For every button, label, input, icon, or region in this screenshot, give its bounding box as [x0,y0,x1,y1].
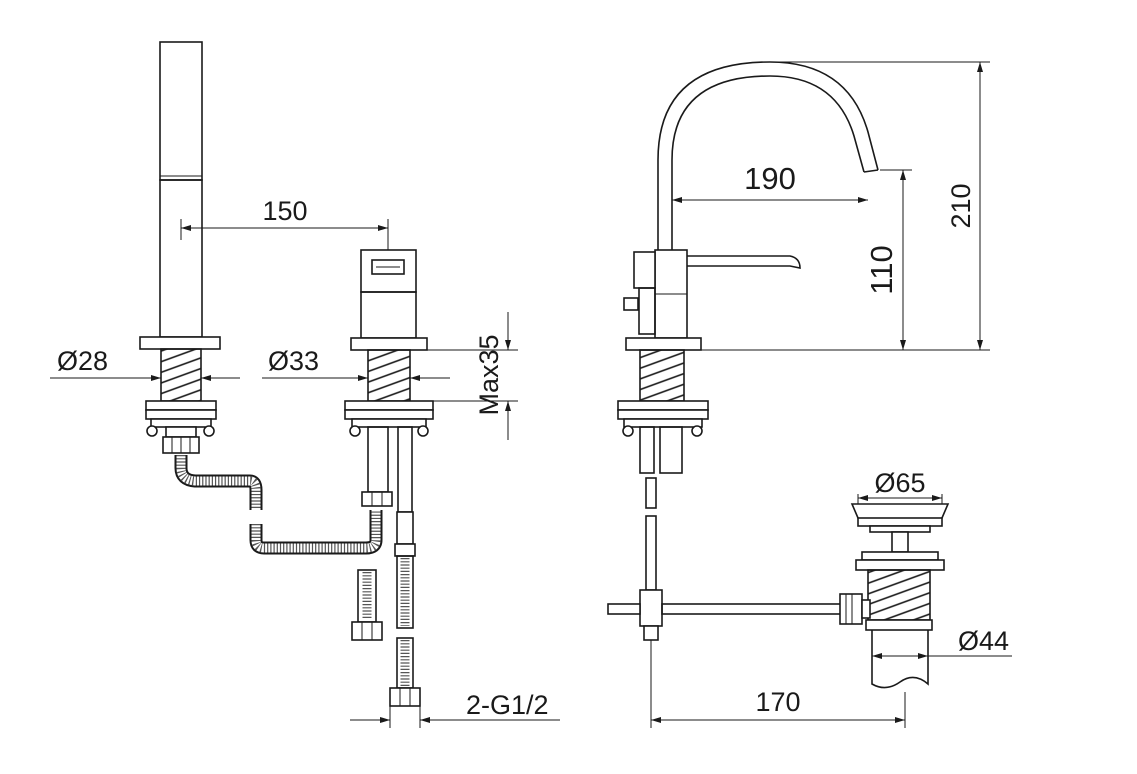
supply-hoses [351,555,421,707]
diverter-threaded-shank [367,349,411,402]
shower-handle-upper [159,41,203,181]
spout-base-flange [625,337,702,351]
supply-nut-right [389,687,421,707]
diverter-base-flange [350,337,428,351]
dim-max35: Max35 [474,334,504,415]
dim-d65: Ø65 [874,468,925,498]
waste-rod-nut [839,593,863,625]
dim-170: 170 [755,687,800,717]
pull-rod-clamp [639,589,663,627]
waste-threaded-body [867,569,931,621]
shower-hose [174,455,383,555]
dim-190: 190 [744,161,796,196]
supply-nut-left [351,621,383,641]
popup-waste [839,503,950,689]
dim-d44: Ø44 [958,626,1009,656]
dim-210: 210 [946,183,976,228]
lever-hub [633,251,656,289]
dim-g12: 2-G1/2 [466,690,549,720]
shower-threaded-shank [160,348,202,402]
waste-flange [855,559,945,571]
hand-shower [139,41,221,454]
shower-handle-lower [159,179,203,338]
diverter-body [344,249,434,557]
dim-d28: Ø28 [57,346,108,376]
dim-110: 110 [864,245,899,294]
spout-threaded-shank [639,349,685,402]
left-dimensions: 150 Ø28 Ø33 Max35 2-G1/2 [50,196,560,728]
diverter-hose-nut [361,491,393,507]
dim-150: 150 [262,196,307,226]
spout-assembly [607,61,879,641]
shower-base-flange [139,336,221,350]
dim-d33: Ø33 [268,346,319,376]
right-dimensions: 190 110 210 Ø65 Ø44 170 [650,61,1012,728]
